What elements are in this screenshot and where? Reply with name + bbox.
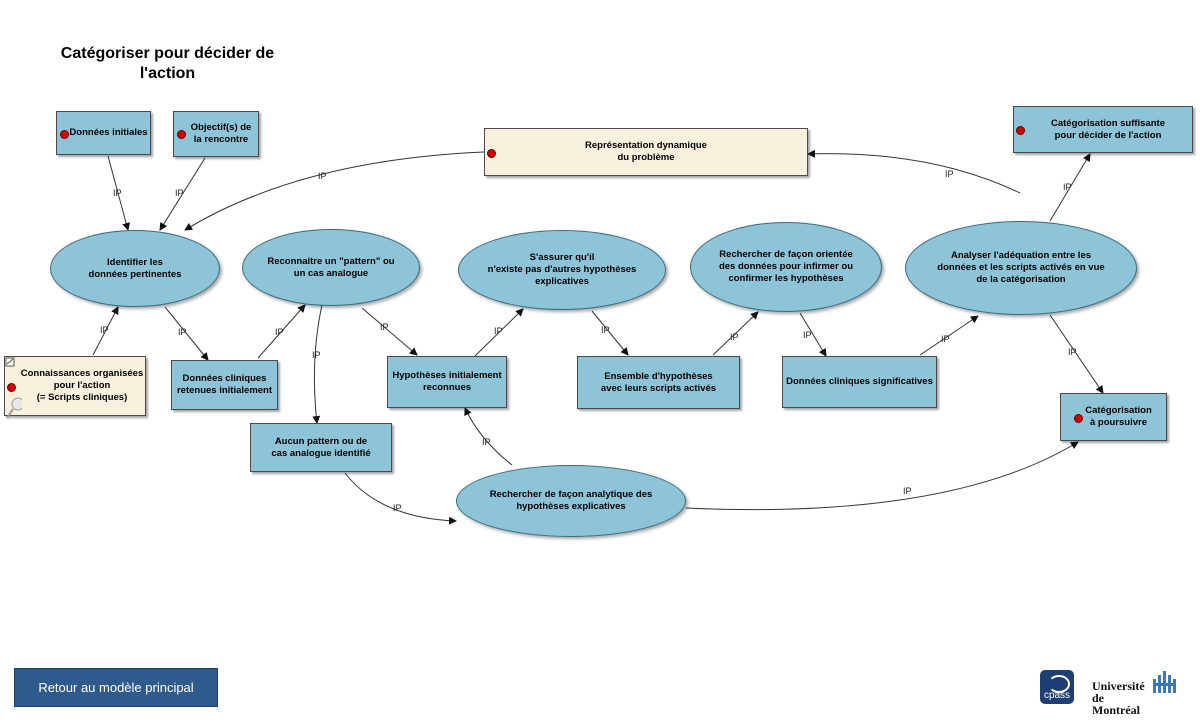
edge-label: IP (380, 322, 389, 332)
edge-hypotheses-assurer (474, 308, 524, 357)
node-connaissances[interactable]: Connaissances organisées pour l'action (… (4, 356, 146, 416)
edge-significatives-analyser (919, 315, 979, 356)
edge-rechercher-orientee-significatives (799, 312, 827, 357)
node-hypotheses-reconnues[interactable]: Hypothèses initialement reconnues (387, 356, 507, 408)
udem-logo-text: Université de Montréal (1092, 679, 1145, 717)
node-reconnaitre[interactable]: Reconnaitre un "pattern" ou un cas analo… (242, 229, 420, 306)
edge-reconnaitre-aucun-pattern (312, 304, 323, 424)
edge-label: IP (730, 332, 739, 342)
edge-identifier-donnees-retenues (164, 306, 209, 361)
edge-analyser-representation (807, 149, 1021, 194)
edge-label: IP (178, 327, 187, 337)
edge-label: IP (945, 169, 954, 179)
edge-label: IP (113, 188, 122, 198)
node-assurer[interactable]: S'assurer qu'il n'existe pas d'autres hy… (458, 230, 666, 310)
edge-objectifs-identifier (159, 157, 206, 231)
node-rechercher-orientee[interactable]: Rechercher de façon orientée des données… (690, 222, 882, 312)
edge-label: IP (100, 325, 109, 335)
edge-label: IP (393, 503, 402, 513)
marker-icon (487, 149, 496, 158)
edge-label: IP (941, 334, 950, 344)
edge-label: IP (318, 171, 327, 181)
cpass-logo: cpass (1040, 670, 1074, 704)
node-donnees-cliniques-retenues[interactable]: Données cliniques retenues initialement (171, 360, 278, 410)
marker-icon (7, 383, 16, 392)
node-objectifs[interactable]: Objectif(s) de la rencontre (173, 111, 259, 157)
marker-icon (1016, 126, 1025, 135)
edge-label: IP (312, 350, 321, 360)
edge-label: IP (275, 327, 284, 337)
cpass-swirl-icon (1048, 675, 1070, 693)
attachment-tools-icon[interactable] (4, 356, 22, 420)
edge-label: IP (175, 188, 184, 198)
edge-analytique-hypotheses (464, 407, 513, 466)
marker-icon (1074, 414, 1083, 423)
back-to-main-model-button[interactable]: Retour au modèle principal (14, 668, 218, 707)
edge-ensemble-rechercher-orientee (712, 311, 759, 356)
edge-label: IP (601, 325, 610, 335)
node-representation[interactable]: Représentation dynamique du problème (484, 128, 808, 176)
edge-label: IP (494, 326, 503, 336)
node-donnees-significatives[interactable]: Données cliniques significatives (782, 356, 937, 408)
edge-donnees-initiales-identifier (107, 155, 131, 231)
node-rechercher-analytique[interactable]: Rechercher de façon analytique des hypot… (456, 465, 686, 537)
edge-representation-identifier (184, 151, 485, 231)
node-donnees-initiales[interactable]: Données initiales (56, 111, 151, 155)
edge-label: IP (482, 437, 491, 447)
page-title: Catégoriser pour décider de l'action (60, 45, 275, 82)
node-identifier[interactable]: Identifier les données pertinentes (50, 230, 220, 307)
edge-reconnaitre-hypotheses (361, 307, 418, 356)
node-categorisation-poursuivre[interactable]: Catégorisation à poursuivre (1060, 393, 1167, 441)
edge-assurer-ensemble (591, 310, 629, 356)
edge-label: IP (1063, 182, 1072, 192)
edge-connaissances-identifier (92, 306, 119, 356)
edge-analyser-suffisante (1049, 153, 1091, 222)
edge-analyser-poursuivre (1049, 314, 1104, 394)
node-categorisation-suffisante[interactable]: Catégorisation suffisante pour décider d… (1013, 106, 1193, 153)
marker-icon (177, 130, 186, 139)
node-ensemble-hypotheses[interactable]: Ensemble d'hypothèses avec leurs scripts… (577, 356, 740, 409)
edge-label: IP (1068, 347, 1077, 357)
node-aucun-pattern[interactable]: Aucun pattern ou de cas analogue identif… (250, 423, 392, 472)
marker-icon (60, 130, 69, 139)
edge-label: IP (903, 486, 912, 496)
edge-aucun-pattern-analytique (344, 472, 457, 525)
edge-analytique-poursuivre (685, 441, 1079, 511)
udem-mark-icon (1153, 671, 1176, 693)
edge-donnees-retenues-reconnaitre (257, 304, 306, 359)
edge-label: IP (803, 330, 812, 340)
node-analyser[interactable]: Analyser l'adéquation entre les données … (905, 221, 1137, 315)
